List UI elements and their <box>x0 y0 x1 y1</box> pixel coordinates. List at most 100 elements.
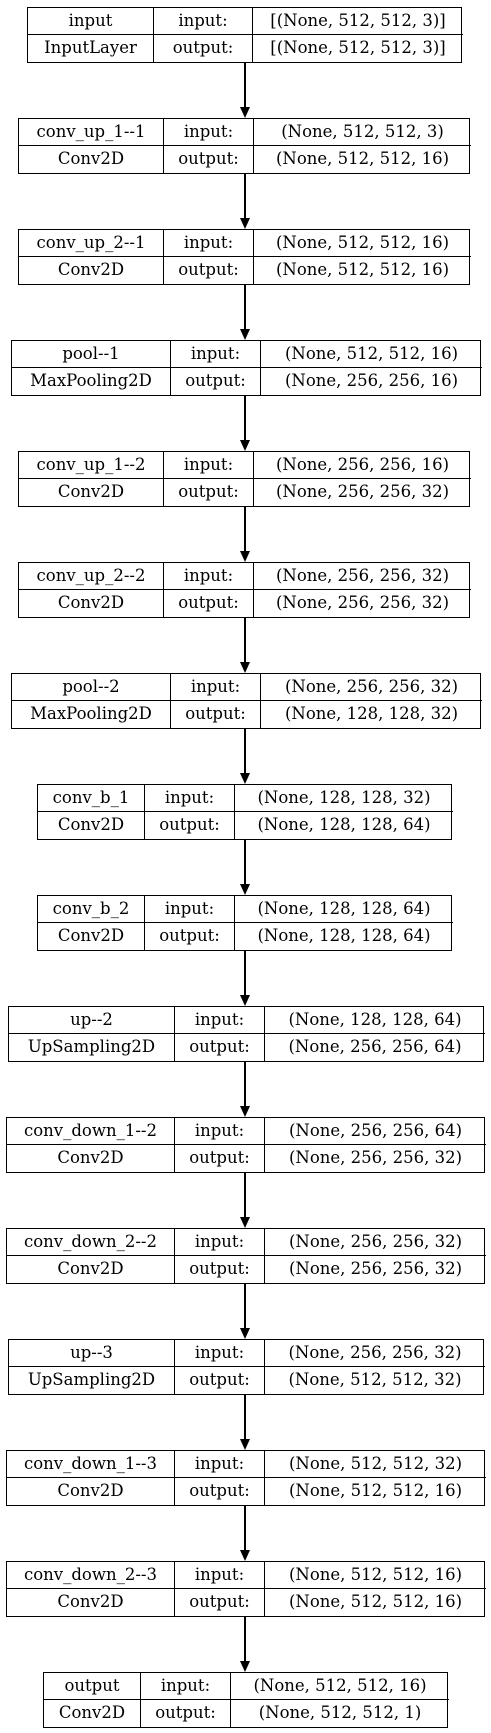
arrow-connector <box>244 1617 246 1662</box>
arrow-head-icon <box>240 884 250 895</box>
arrow-connector <box>244 618 246 663</box>
input-shape: (None, 512, 512, 16) <box>261 341 482 368</box>
output-label: output: <box>164 479 254 506</box>
layer-type: Conv2D <box>19 257 164 284</box>
layer-name: pool--2 <box>12 674 171 701</box>
arrow-connector <box>244 507 246 552</box>
arrow-head-icon <box>240 662 250 673</box>
layer-name: conv_b_1 <box>38 785 145 812</box>
layer-type: Conv2D <box>7 1145 175 1172</box>
input-label: input: <box>175 1340 265 1367</box>
output-shape: (None, 128, 128, 64) <box>257 815 431 835</box>
arrow-head-icon <box>240 773 250 784</box>
input-shape: [(None, 512, 512, 3)] <box>253 8 463 35</box>
arrow-connector <box>244 729 246 774</box>
input-shape: (None, 128, 128, 64) <box>265 1007 485 1034</box>
output-label: output: <box>164 146 254 173</box>
input-shape: (None, 512, 512, 3) <box>254 119 471 146</box>
layer-name: up--2 <box>9 1007 175 1034</box>
input-label: input: <box>175 1451 265 1478</box>
arrow-connector <box>244 285 246 330</box>
layer-name: up--3 <box>9 1340 175 1367</box>
arrow-head-icon <box>240 107 250 118</box>
output-shape: (None, 256, 256, 32) <box>288 1259 463 1279</box>
output-label: output: <box>175 1478 265 1505</box>
input-label: input: <box>141 1673 231 1700</box>
layer-name: conv_down_2--3 <box>7 1562 175 1589</box>
arrow-connector <box>244 1506 246 1551</box>
arrow-head-icon <box>240 1106 250 1117</box>
arrow-head-icon <box>240 1439 250 1450</box>
output-shape: (None, 256, 256, 64) <box>288 1037 462 1057</box>
arrow-connector <box>244 1062 246 1107</box>
output-label: output: <box>141 1700 231 1727</box>
arrow-head-icon <box>240 218 250 229</box>
output-label: output: <box>171 368 261 395</box>
layer-type: MaxPooling2D <box>12 701 171 728</box>
layer-type: Conv2D <box>7 1478 175 1505</box>
layer-type: UpSampling2D <box>9 1367 175 1394</box>
output-label: output: <box>145 923 235 950</box>
output-label: output: <box>154 35 253 62</box>
output-shape: (None, 512, 512, 16) <box>275 149 450 169</box>
layer-type: Conv2D <box>38 923 145 950</box>
layer-type: Conv2D <box>44 1700 141 1727</box>
input-shape: (None, 512, 512, 16) <box>231 1673 449 1700</box>
arrow-connector <box>244 1173 246 1218</box>
arrow-connector <box>244 840 246 885</box>
output-shape: (None, 512, 512, 16) <box>288 1592 463 1612</box>
input-shape: (None, 128, 128, 32) <box>235 785 453 812</box>
arrow-connector <box>244 396 246 441</box>
layer-name: conv_up_1--1 <box>19 119 164 146</box>
input-shape: (None, 256, 256, 16) <box>254 452 471 479</box>
layer-name: conv_b_2 <box>38 896 145 923</box>
layer-name: conv_down_1--3 <box>7 1451 175 1478</box>
layer-type: Conv2D <box>7 1256 175 1283</box>
layer-name: conv_down_1--2 <box>7 1118 175 1145</box>
output-label: output: <box>175 1034 265 1061</box>
output-label: output: <box>175 1256 265 1283</box>
output-label: output: <box>175 1145 265 1172</box>
arrow-head-icon <box>240 329 250 340</box>
output-shape: [(None, 512, 512, 3)] <box>270 38 446 58</box>
input-shape: (None, 128, 128, 64) <box>235 896 453 923</box>
input-shape: (None, 256, 256, 32) <box>265 1340 485 1367</box>
input-label: input: <box>164 119 254 146</box>
layer-name: conv_up_2--1 <box>19 230 164 257</box>
input-label: input: <box>164 563 254 590</box>
layer-name: conv_up_2--2 <box>19 563 164 590</box>
layer-type: Conv2D <box>19 479 164 506</box>
output-shape: (None, 256, 256, 32) <box>275 482 450 502</box>
arrow-connector <box>244 1284 246 1329</box>
layer-type: InputLayer <box>28 35 154 62</box>
input-shape: (None, 256, 256, 32) <box>261 674 482 701</box>
layer-type: UpSampling2D <box>9 1034 175 1061</box>
layer-name: output <box>44 1673 141 1700</box>
arrow-head-icon <box>240 440 250 451</box>
arrow-connector <box>244 1395 246 1440</box>
layer-type: MaxPooling2D <box>12 368 171 395</box>
arrow-connector <box>244 951 246 996</box>
input-label: input: <box>175 1562 265 1589</box>
arrow-connector <box>244 63 246 108</box>
input-label: input: <box>171 341 261 368</box>
output-shape: (None, 256, 256, 32) <box>288 1148 463 1168</box>
output-shape: (None, 256, 256, 32) <box>275 593 450 613</box>
input-label: input: <box>175 1007 265 1034</box>
output-shape: (None, 512, 512, 32) <box>288 1370 462 1390</box>
layer-type: Conv2D <box>19 146 164 173</box>
